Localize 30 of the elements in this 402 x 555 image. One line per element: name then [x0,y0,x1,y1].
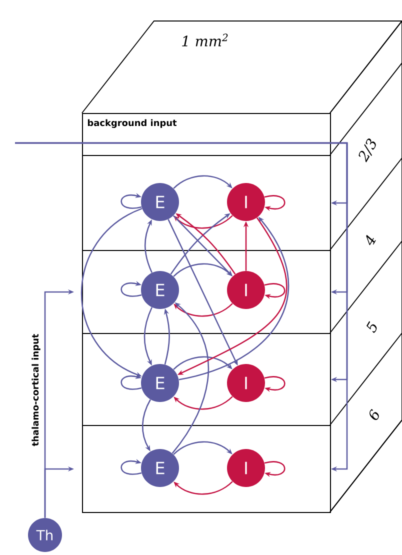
arrow [120,192,142,209]
input-band: background input [82,113,331,156]
arrow [120,458,142,475]
layer-label: 2/3 [358,138,376,162]
arrow [264,376,286,392]
excitatory-neuron: E [141,449,179,487]
inhibitory-neuron: I [227,449,265,487]
inhibitory-neuron: I [227,183,265,221]
layer-label: 6 [370,408,379,420]
excitatory-neuron: E [141,183,179,221]
layer-label: 5 [366,321,377,333]
inhibitory-neuron: I [227,364,265,402]
arrow [264,283,286,300]
layer-box [82,425,331,513]
arrow [80,208,142,377]
arrow [120,374,142,390]
layer-box [82,155,331,251]
scale-label: 1 mm$^{2}$ [182,34,228,46]
layer-box [82,333,331,426]
arrow [264,195,286,212]
inhibitory-neuron: I [227,271,265,309]
arrow [120,280,142,297]
layer-box [82,250,331,334]
excitatory-neuron: E [141,364,179,402]
axis-label: thalamo-cortical input [32,334,40,446]
layer-label: 4 [366,234,376,246]
arrow [264,461,286,478]
thalamus-neuron: Th [28,518,62,552]
excitatory-neuron: E [141,271,179,309]
arrow [15,142,348,472]
